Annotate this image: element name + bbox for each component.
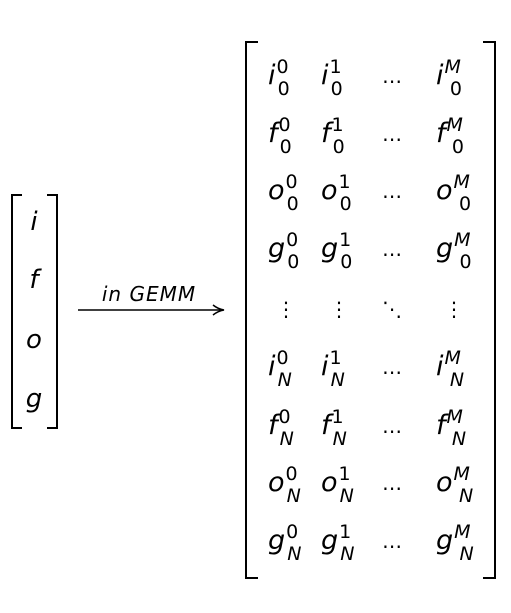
- left-vector: i f o g: [11, 194, 58, 429]
- vdots-1: ⋮: [329, 297, 349, 321]
- hdots: ⋯: [382, 419, 402, 443]
- left-vector-entry-f: f: [29, 265, 42, 295]
- right-matrix-open-bracket: [245, 41, 258, 579]
- hdots: ⋯: [382, 242, 402, 266]
- left-vector-entry-i: i: [30, 207, 38, 237]
- right-matrix-close-bracket: [483, 41, 496, 579]
- hdots: ⋯: [382, 360, 402, 384]
- in-gemm-arrow: in GEMM: [78, 282, 225, 316]
- hdots: ⋯: [382, 69, 402, 93]
- left-vector-entry-o: o: [26, 325, 42, 355]
- vdots-0: ⋮: [276, 297, 296, 321]
- ddots: ⋱: [382, 297, 402, 321]
- left-vector-open-bracket: [11, 194, 22, 429]
- left-vector-entry-g: g: [26, 384, 43, 414]
- hdots: ⋯: [382, 184, 402, 208]
- left-vector-close-bracket: [47, 194, 58, 429]
- vdots-2: ⋮: [444, 297, 464, 321]
- arrow-label: in GEMM: [102, 282, 196, 306]
- hdots: ⋯: [382, 476, 402, 500]
- arrow-head: [212, 304, 225, 316]
- hdots: ⋯: [382, 534, 402, 558]
- hdots: ⋯: [382, 127, 402, 151]
